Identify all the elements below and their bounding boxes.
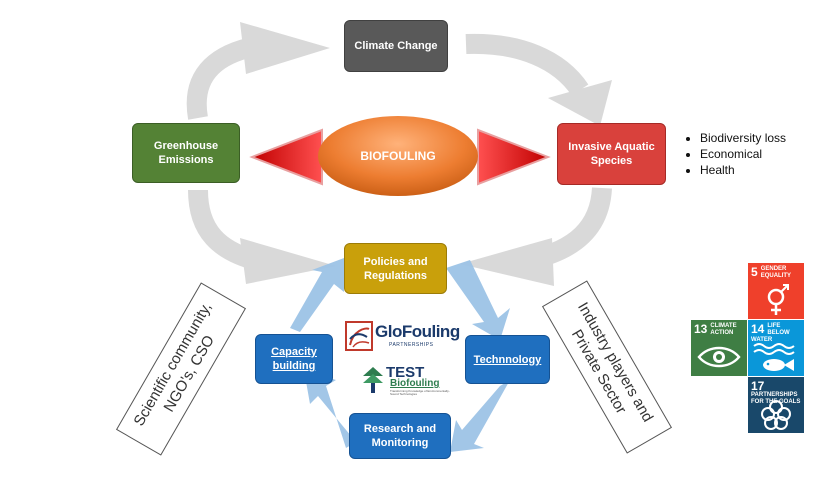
glofouling-logo: GloFouling PARTNERSHIPS	[345, 321, 460, 353]
test-biofouling-emblem-icon	[363, 367, 383, 393]
sdg-5-label: GENDER EQUALITY	[760, 266, 792, 279]
sdg-5-number: 5	[751, 265, 758, 279]
capacity-building-label: Capacity building	[271, 346, 317, 372]
cycle-arrowhead-bottom-right	[460, 238, 554, 286]
glofouling-subtitle: PARTNERSHIPS	[389, 342, 434, 348]
inner-arrow-research-capacity	[304, 370, 356, 448]
glofouling-wordmark: GloFouling	[375, 322, 460, 341]
policies-box: Policies and Regulations	[344, 243, 447, 294]
impacts-list: Biodiversity loss Economical Health	[680, 130, 786, 178]
inner-arrow-capacity-policies	[290, 258, 344, 332]
policies-label: Policies and Regulations	[363, 255, 428, 282]
inner-arrow-policies-technology	[446, 260, 510, 340]
sdg-17-tile: 17 PARTNERSHIPS FOR THE GOALS	[748, 377, 804, 433]
cycle-arrowhead-top-right	[548, 80, 612, 126]
capacity-building-box: Capacity building	[255, 334, 333, 384]
climate-change-label: Climate Change	[354, 40, 438, 52]
sdg-13-label: CLIMATE ACTION	[710, 323, 737, 336]
sdg-14-number: 14	[751, 322, 765, 336]
cycle-arrowhead-bottom-left	[240, 238, 336, 284]
sdg-14-tile: 14 LIFE BELOW WATER	[748, 320, 804, 376]
partnerships-flower-icon	[761, 400, 791, 430]
greenhouse-emissions-box: Greenhouse Emissions	[132, 123, 240, 183]
invasive-species-label: Invasive Aquatic Species	[568, 141, 655, 167]
glofouling-emblem-icon	[345, 321, 373, 351]
impact-item: Biodiversity loss	[700, 130, 786, 146]
climate-change-box: Climate Change	[344, 20, 448, 72]
impact-item: Economical	[700, 146, 786, 162]
sdg-17-number: 17	[751, 379, 765, 393]
test-wordmark: TEST	[386, 364, 425, 381]
impact-item: Health	[700, 162, 786, 178]
technology-box: Technnology	[465, 335, 550, 384]
technology-label: Technnology	[473, 353, 542, 366]
gender-equality-icon	[767, 284, 789, 315]
sdg-13-number: 13	[694, 322, 708, 336]
sdg-14-label: LIFE BELOW WATER	[751, 323, 790, 343]
biofouling-label-box: BIOFOULING	[330, 140, 466, 172]
cycle-arrowhead-top-left	[240, 22, 330, 74]
invasive-species-box: Invasive Aquatic Species	[557, 123, 666, 185]
greenhouse-emissions-label: Greenhouse Emissions	[153, 140, 219, 166]
climate-action-eye-icon	[697, 346, 741, 368]
research-monitoring-label: Research and Monitoring	[363, 423, 437, 449]
test-biofouling-logo: TEST Biofouling Transforming Knowledge o…	[362, 364, 452, 398]
sdg-5-tile: 5 GENDER EQUALITY	[748, 263, 804, 319]
biofouling-label: BIOFOULING	[360, 149, 436, 163]
red-arrow-left	[249, 128, 323, 186]
biofouling-ellipse	[318, 116, 478, 196]
sdg-13-tile: 13 CLIMATE ACTION	[691, 320, 747, 376]
inner-arrow-technology-research	[450, 380, 510, 452]
biofouling-wordmark: Biofouling	[390, 378, 440, 389]
red-arrow-right	[477, 128, 551, 186]
fish-wave-icon	[753, 343, 795, 371]
research-monitoring-box: Research and Monitoring	[349, 413, 451, 459]
test-subtitle: Transforming Knowledge of Environmentall…	[390, 389, 450, 396]
cycle-arrow-top-right	[465, 33, 589, 96]
